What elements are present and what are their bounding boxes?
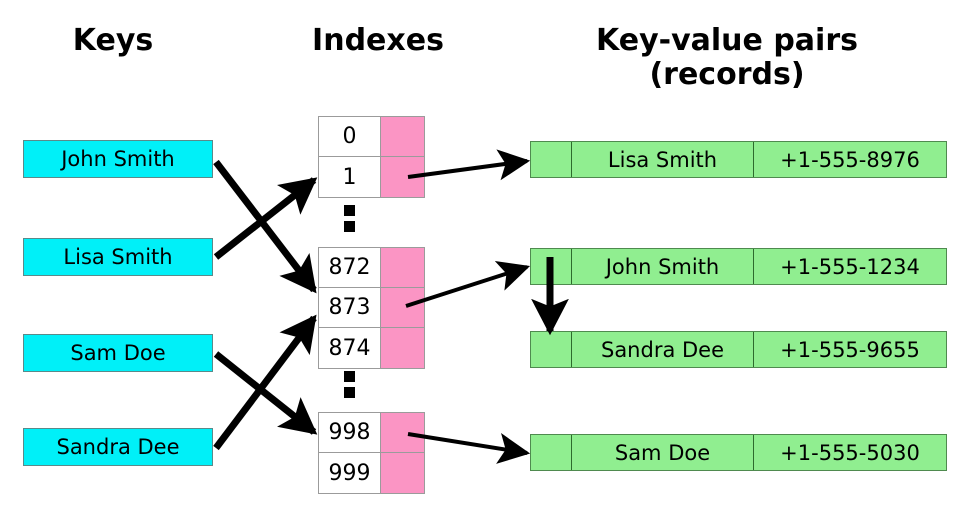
index-row[interactable]: 0 [319,117,424,157]
index-table-top: 0 1 [318,116,425,198]
sam-doe-to-998-arrow [213,351,318,435]
index-row[interactable]: 999 [319,453,424,493]
index-number: 999 [319,453,381,493]
record-sandra-dee[interactable]: Sandra Dee +1-555-9655 [530,331,947,368]
index-pointer-cell[interactable] [381,288,424,327]
record-key: Sandra Dee [572,332,754,367]
index-pointer-cell[interactable] [381,413,424,452]
sandra-dee-to-873-arrow [213,314,317,451]
index-number: 1 [319,157,381,197]
vertical-ellipsis-icon [344,371,356,398]
index-table-bottom: 998 999 [318,412,425,494]
index-pointer-cell[interactable] [381,453,424,493]
key-box-lisa-smith[interactable]: Lisa Smith [23,238,213,276]
key-box-sam-doe[interactable]: Sam Doe [23,334,213,372]
record-value: +1-555-9655 [780,337,920,362]
heading-indexes: Indexes [312,23,444,58]
index-pointer-cell[interactable] [381,157,424,197]
index-row[interactable]: 1 [319,157,424,197]
record-value: +1-555-8976 [780,147,920,172]
record-value: +1-555-5030 [780,440,920,465]
record-pointer-cell [531,435,572,470]
heading-key-value-pairs: Key-value pairs (records) [596,23,858,92]
john-smith-to-873-arrow [213,159,317,294]
lisa-smith-to-1-arrow [213,177,318,260]
record-key: John Smith [572,249,754,284]
index-row[interactable]: 874 [319,328,424,368]
index-pointer-cell[interactable] [381,328,424,368]
index-1-to-lisa-smith-arrow [407,149,531,181]
index-pointer-cell[interactable] [381,117,424,156]
index-pointer-cell[interactable] [381,248,424,287]
index-number: 998 [319,413,381,452]
index-number: 873 [319,288,381,327]
index-row[interactable]: 998 [319,413,424,453]
record-john-smith[interactable]: John Smith +1-555-1234 [530,248,947,285]
record-key: Lisa Smith [572,142,754,177]
index-998-to-sam-doe-arrow [407,432,531,464]
index-row[interactable]: 872 [319,248,424,288]
heading-keys: Keys [72,23,154,58]
arrows-keys-to-indexes [213,159,318,451]
key-box-sandra-dee[interactable]: Sandra Dee [23,428,213,466]
index-table-middle: 872 873 874 [318,247,425,369]
record-pointer-cell [531,249,572,284]
key-box-john-smith[interactable]: John Smith [23,140,213,178]
index-row[interactable]: 873 [319,288,424,328]
index-number: 872 [319,248,381,287]
record-pointer-cell [531,142,572,177]
record-key: Sam Doe [572,435,754,470]
record-lisa-smith[interactable]: Lisa Smith +1-555-8976 [530,141,947,178]
vertical-ellipsis-icon [344,205,356,232]
record-value: +1-555-1234 [780,254,920,279]
index-number: 874 [319,328,381,368]
index-number: 0 [319,117,381,156]
record-pointer-cell [531,332,572,367]
record-sam-doe[interactable]: Sam Doe +1-555-5030 [530,434,947,471]
